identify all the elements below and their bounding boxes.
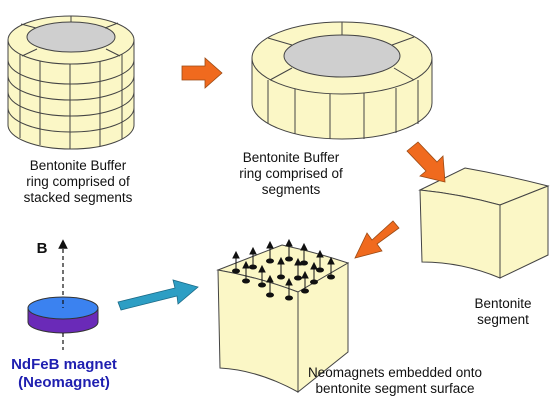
- magnet-label-line-2: (Neomagnet): [18, 374, 110, 391]
- embedded-label-line-1: Neomagnets embedded onto: [307, 365, 483, 380]
- magnet-illustration: [27, 239, 99, 350]
- stacked-ring-illustration: [7, 15, 135, 150]
- stacked-ring-label-line-1: Bentonite Buffer: [29, 158, 127, 173]
- neomagnet-pins: [232, 238, 335, 301]
- segment-illustration: [418, 167, 550, 279]
- segment-label-line-2: segment: [477, 312, 529, 327]
- ring-illustration: [251, 21, 433, 140]
- arrow-magnet-to-segment: [117, 279, 199, 311]
- field-symbol: B: [36, 240, 48, 257]
- ring-label-line-2: ring comprised of: [239, 166, 343, 181]
- arrow-ring-to-segment: [406, 141, 446, 183]
- arrow-stacked-to-ring: [181, 57, 223, 89]
- ring-label: Bentonite Buffer ring comprised of segme…: [225, 150, 357, 198]
- ring-label-line-3: segments: [261, 182, 321, 197]
- magnet-label: NdFeB magnet (Neomagnet): [2, 356, 126, 392]
- arrow-segment-to-embedded: [354, 220, 400, 259]
- ring-label-line-1: Bentonite Buffer: [242, 150, 340, 165]
- stacked-ring-label-line-2: ring comprised of: [26, 174, 130, 189]
- stacked-ring-label-line-3: stacked segments: [23, 190, 133, 205]
- stacked-ring-label: Bentonite Buffer ring comprised of stack…: [12, 158, 144, 206]
- embedded-label: Neomagnets embedded onto bentonite segme…: [300, 365, 490, 397]
- segment-label: Bentonite segment: [460, 296, 546, 328]
- embedded-label-line-2: bentonite segment surface: [315, 381, 475, 396]
- segment-label-line-1: Bentonite: [474, 296, 532, 311]
- magnet-label-line-1: NdFeB magnet: [11, 356, 117, 373]
